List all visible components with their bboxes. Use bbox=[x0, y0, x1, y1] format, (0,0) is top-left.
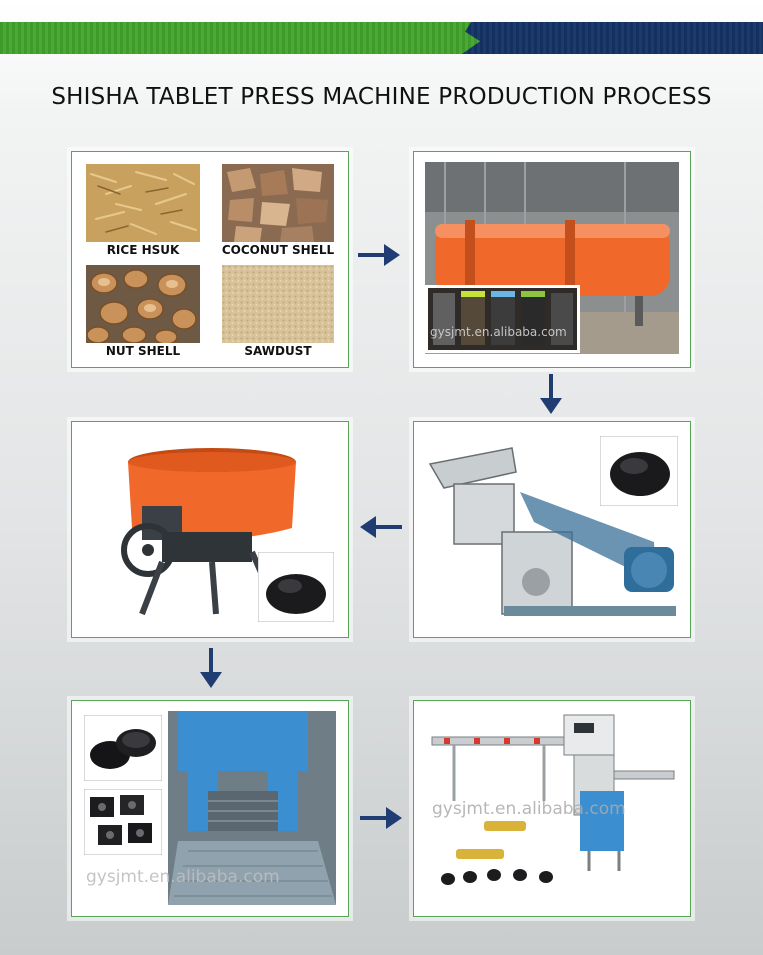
nut-shell-label: NUT SHELL bbox=[105, 344, 181, 358]
charcoal-powder-inset-image bbox=[600, 436, 678, 506]
dried-material-jars-image bbox=[425, 285, 580, 353]
packing-machine-image bbox=[424, 711, 680, 905]
banner-blue-stripe bbox=[462, 22, 763, 54]
arrow-down-icon bbox=[540, 374, 562, 414]
crusher-panel bbox=[413, 421, 691, 638]
sawdust-image bbox=[222, 265, 334, 343]
tablet-press-panel: gysjmt.en.alibaba.com bbox=[71, 700, 349, 917]
raw-materials-panel: RICE HSUK COCONUT SHELL NUT SHELL bbox=[71, 151, 349, 368]
nut-shell-image bbox=[86, 265, 200, 343]
mixed-powder-inset-image bbox=[258, 552, 334, 622]
tablet-press-image bbox=[168, 711, 336, 905]
coconut-shell-label: COCONUT SHELL bbox=[221, 243, 335, 257]
cube-tablets-inset-image bbox=[84, 789, 162, 855]
rice-husk-label: RICE HSUK bbox=[106, 243, 180, 257]
arrow-down-icon bbox=[200, 648, 222, 688]
rice-husk-image bbox=[86, 164, 200, 242]
press-watermark: gysjmt.en.alibaba.com bbox=[86, 867, 280, 887]
dryer-panel: gysjmt.en.alibaba.com bbox=[413, 151, 691, 368]
packing-panel: gysjmt.en.alibaba.com bbox=[413, 700, 691, 917]
coconut-shell-image bbox=[222, 164, 334, 242]
arrow-right-icon bbox=[360, 807, 402, 829]
arrow-right-icon bbox=[358, 244, 400, 266]
sawdust-label: SAWDUST bbox=[244, 344, 312, 358]
dryer-watermark: gysjmt.en.alibaba.com bbox=[430, 325, 567, 339]
arrow-left-icon bbox=[360, 516, 402, 538]
page-title: SHISHA TABLET PRESS MACHINE PRODUCTION P… bbox=[51, 84, 712, 110]
round-tablets-inset-image bbox=[84, 715, 162, 781]
banner-green-stripe bbox=[0, 22, 480, 54]
header-banner bbox=[0, 22, 763, 54]
mixer-panel bbox=[71, 421, 349, 638]
packing-watermark: gysjmt.en.alibaba.com bbox=[432, 799, 626, 819]
hammer-crusher-image bbox=[424, 432, 680, 626]
